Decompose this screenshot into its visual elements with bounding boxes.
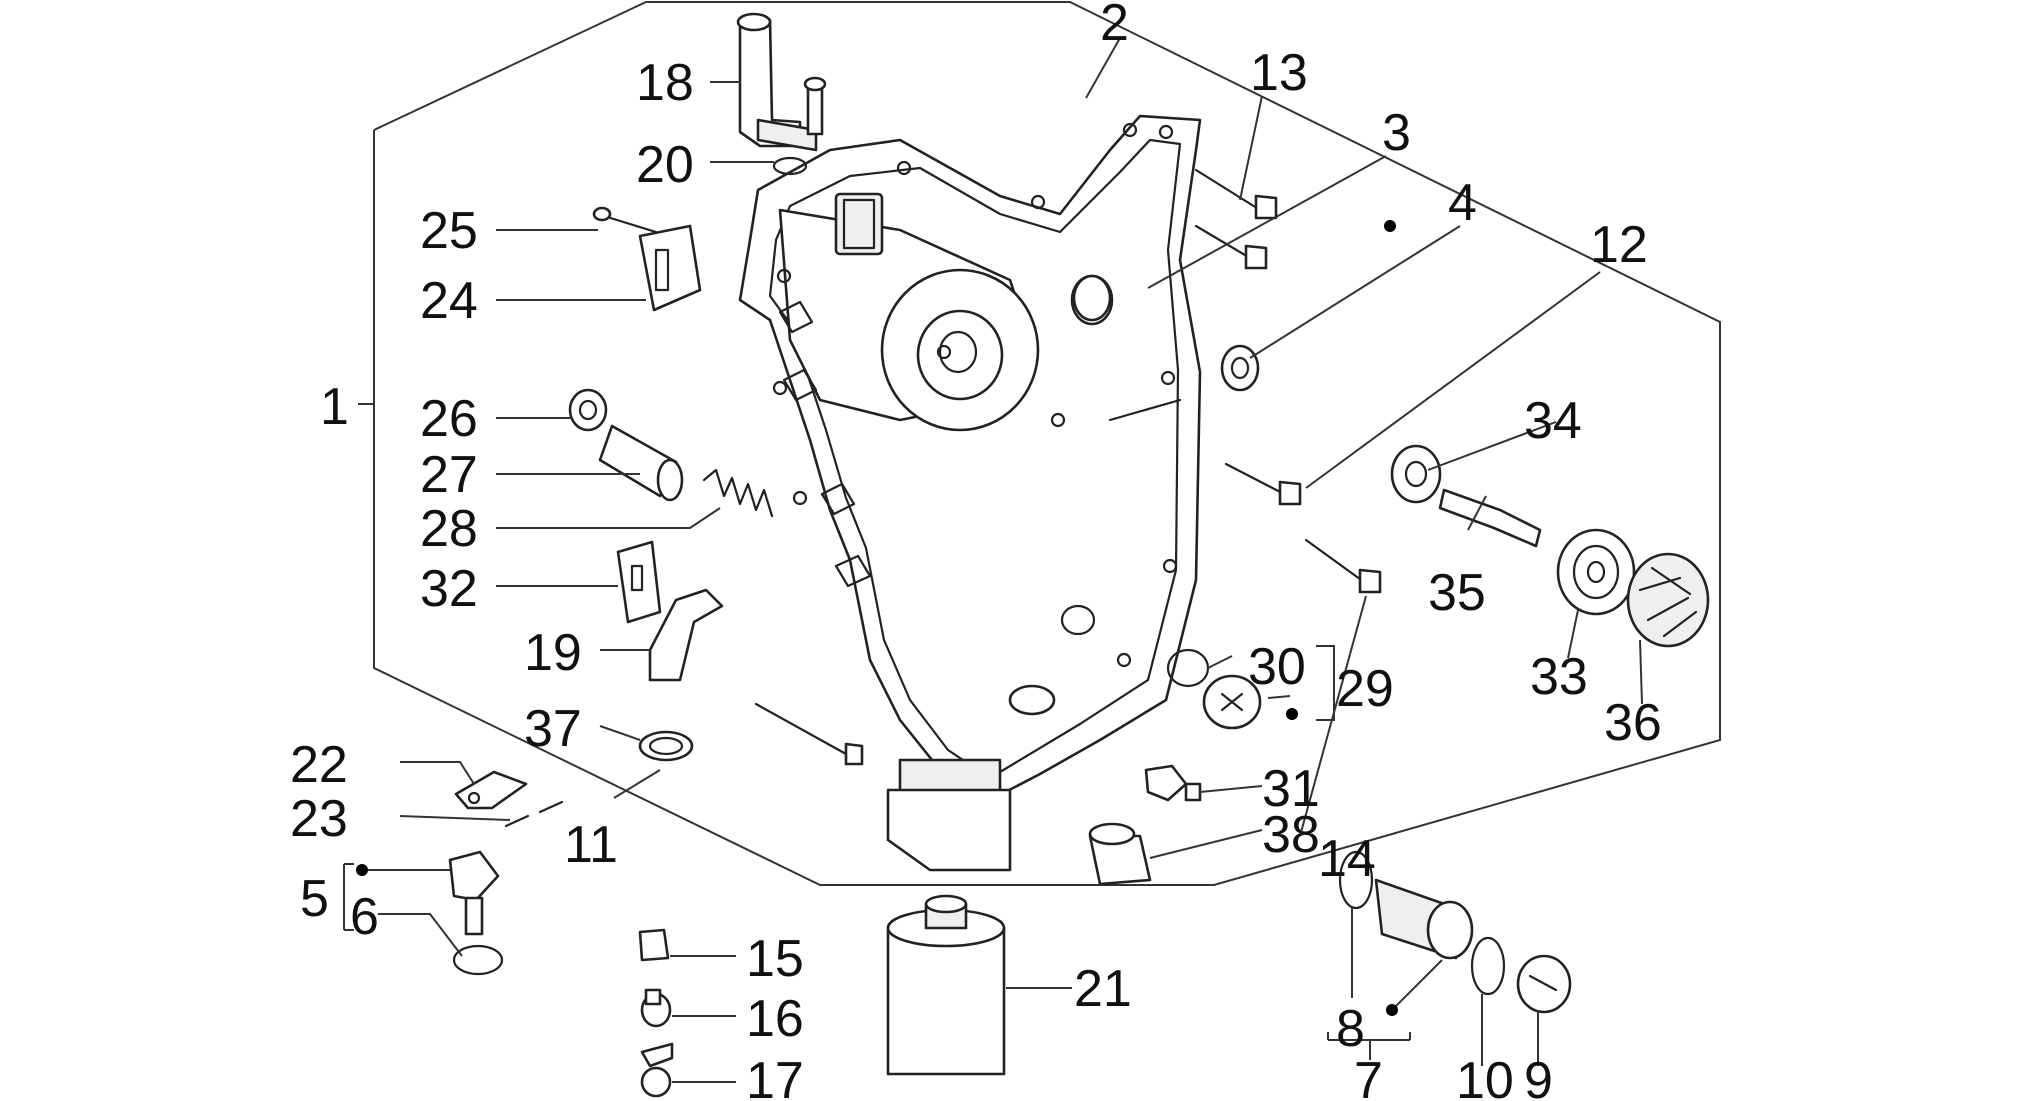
part-4-bearing xyxy=(1220,344,1260,392)
part-33-pulley xyxy=(1556,528,1636,616)
callout-32: 32 xyxy=(420,560,478,618)
callout-23: 23 xyxy=(290,790,348,848)
callout-13: 13 xyxy=(1250,44,1308,102)
part-35-shaft xyxy=(1438,488,1542,548)
part-23-screws xyxy=(504,800,564,828)
part-8-o-ring xyxy=(1338,850,1374,910)
part-26-seal xyxy=(568,388,608,432)
group-dot-3 xyxy=(1384,220,1396,232)
callout-28: 28 xyxy=(420,500,478,558)
part-3-spindle xyxy=(1072,274,1112,322)
part-18-pipe xyxy=(736,12,827,152)
callout-8: 8 xyxy=(1336,1000,1365,1058)
callout-33: 33 xyxy=(1530,648,1588,706)
part-29-plug xyxy=(1202,674,1262,730)
part-10-o-ring xyxy=(1470,936,1506,996)
callout-6: 6 xyxy=(350,888,379,946)
part-22-bracket xyxy=(454,770,528,810)
callout-5: 5 xyxy=(300,870,329,928)
callout-22: 22 xyxy=(290,736,348,794)
callout-11: 11 xyxy=(564,816,618,874)
callout-9: 9 xyxy=(1524,1052,1553,1101)
part-5-drain-plug xyxy=(448,850,500,936)
callout-10: 10 xyxy=(1456,1052,1514,1101)
callout-14: 14 xyxy=(1318,830,1376,888)
part-27-piston xyxy=(598,424,684,502)
part-25-screw xyxy=(592,206,658,234)
part-19-hose xyxy=(648,588,724,682)
part-13-bolts xyxy=(1194,168,1278,270)
callout-27: 27 xyxy=(420,446,478,504)
part-20-o-ring xyxy=(772,156,808,176)
callout-3: 3 xyxy=(1382,104,1411,162)
part-6-o-ring xyxy=(452,944,504,976)
callout-17: 17 xyxy=(746,1052,804,1101)
callout-26: 26 xyxy=(420,390,478,448)
callout-37: 37 xyxy=(524,700,582,758)
part-17-clip xyxy=(640,1042,674,1098)
callout-30: 30 xyxy=(1248,638,1306,696)
callout-25: 25 xyxy=(420,202,478,260)
part-11-bolt xyxy=(754,702,864,766)
part-28-spring xyxy=(702,468,774,518)
group-dot-7 xyxy=(1386,1004,1398,1016)
callout-19: 19 xyxy=(524,624,582,682)
callout-15: 15 xyxy=(746,930,804,988)
group-dot-5 xyxy=(356,864,368,876)
callout-labels: 18 20 25 24 1 26 27 28 32 19 37 22 23 5 … xyxy=(290,0,1662,1101)
callout-4: 4 xyxy=(1448,174,1477,232)
callout-36: 36 xyxy=(1604,694,1662,752)
part-38-spacer xyxy=(1088,822,1152,886)
part-14-bolt xyxy=(1304,538,1382,594)
callout-2: 2 xyxy=(1100,0,1129,52)
part-37-clamp xyxy=(638,730,694,762)
part-34-seal xyxy=(1390,444,1442,504)
part-31-sensor xyxy=(1144,764,1202,802)
callout-31: 31 xyxy=(1262,760,1320,818)
callout-7: 7 xyxy=(1354,1052,1383,1101)
callout-20: 20 xyxy=(636,136,694,194)
callout-35: 35 xyxy=(1428,564,1486,622)
part-32-tab xyxy=(616,540,662,624)
part-36-impeller xyxy=(1626,552,1710,648)
part-12-bolt xyxy=(1224,462,1302,506)
callout-38: 38 xyxy=(1262,806,1320,864)
leader-lines xyxy=(343,37,1643,1083)
callout-29: 29 xyxy=(1336,660,1394,718)
callout-34: 34 xyxy=(1524,392,1582,450)
assembly-frame-top xyxy=(373,1,1721,886)
part-9-plug xyxy=(1516,954,1572,1014)
part-21-oil-filter xyxy=(886,894,1006,1076)
part-7-strainer xyxy=(1374,878,1474,960)
callout-1: 1 xyxy=(320,378,349,436)
callout-21: 21 xyxy=(1074,960,1132,1018)
callout-18: 18 xyxy=(636,54,694,112)
crankcase-cover xyxy=(738,114,1202,872)
part-15-clip xyxy=(638,928,670,962)
group-dot-29 xyxy=(1286,708,1298,720)
callout-24: 24 xyxy=(420,272,478,330)
callout-12: 12 xyxy=(1590,216,1648,274)
part-16-clip xyxy=(640,988,672,1028)
part-24-plate xyxy=(638,224,702,312)
callout-16: 16 xyxy=(746,990,804,1048)
